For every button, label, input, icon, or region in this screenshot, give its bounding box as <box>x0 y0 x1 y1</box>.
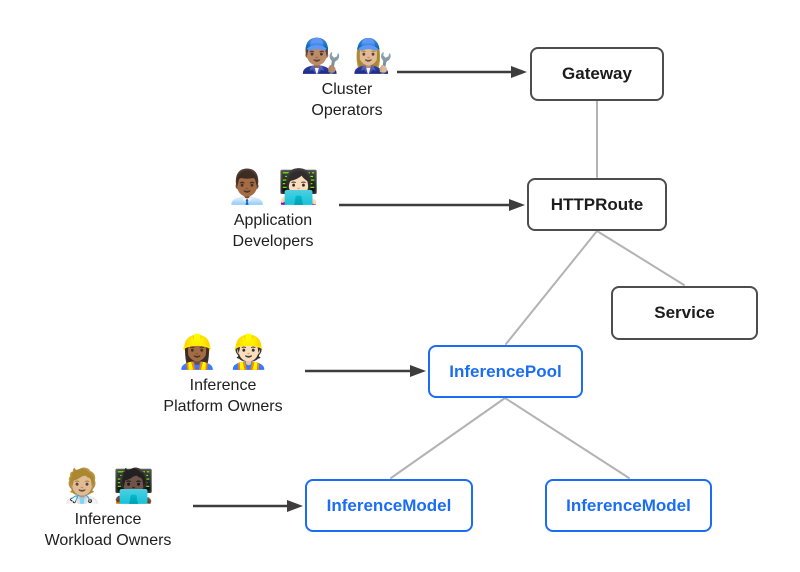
construction-worker-emojis-icon: 👷🏾‍♀️ 👷🏻 <box>176 332 270 371</box>
mechanic-emojis-icon: 👨🏽‍🔧 👩🏼‍🔧 <box>300 36 394 75</box>
node-httproute-label: HTTPRoute <box>550 194 644 214</box>
connector-inferencepool-model-right <box>504 397 630 479</box>
node-inferencemodel-left-label: InferenceModel <box>326 495 452 515</box>
workload-owner-emojis-icon: 🧑🏼‍⚕️ 🧑🏿‍💻 <box>61 466 155 505</box>
node-gateway[interactable]: Gateway <box>530 47 664 101</box>
persona-inference-workload-owners-label: Inference Workload Owners <box>44 511 172 549</box>
node-gateway-label: Gateway <box>562 64 632 83</box>
arrow-application-developers-to-httproute <box>339 199 525 211</box>
persona-cluster-operators-label: Cluster Operators <box>311 81 383 119</box>
arrow-platform-owners-to-inferencepool <box>305 365 426 377</box>
node-inferencemodel-right[interactable]: InferenceModel <box>545 479 712 532</box>
persona-inference-platform-owners-label: Inference Platform Owners <box>163 377 283 415</box>
node-service[interactable]: Service <box>611 286 758 340</box>
node-inferencemodel-right-label: InferenceModel <box>566 495 691 515</box>
arrow-workload-owners-to-inferencemodel <box>193 500 303 512</box>
connector-httproute-inferencepool <box>505 230 598 345</box>
node-service-label: Service <box>654 303 715 322</box>
persona-inference-workload-owners: 🧑🏼‍⚕️ 🧑🏿‍💻 Inference Workload Owners <box>20 465 196 551</box>
developer-emojis-icon: 👨🏾‍💼 👩🏻‍💻 <box>226 167 320 206</box>
persona-application-developers-label: Application Developers <box>232 212 314 250</box>
connector-httproute-service <box>596 230 685 286</box>
persona-inference-platform-owners: 👷🏾‍♀️ 👷🏻 Inference Platform Owners <box>148 331 298 417</box>
node-httproute[interactable]: HTTPRoute <box>527 178 667 231</box>
node-inferencepool-label: InferencePool <box>449 361 562 381</box>
arrow-cluster-operators-to-gateway <box>397 66 527 78</box>
node-inferencepool[interactable]: InferencePool <box>428 345 583 398</box>
persona-cluster-operators: 👨🏽‍🔧 👩🏼‍🔧 Cluster Operators <box>272 35 422 121</box>
connector-inferencepool-model-left <box>390 397 506 479</box>
persona-application-developers: 👨🏾‍💼 👩🏻‍💻 Application Developers <box>198 166 348 252</box>
node-inferencemodel-left[interactable]: InferenceModel <box>305 479 473 532</box>
